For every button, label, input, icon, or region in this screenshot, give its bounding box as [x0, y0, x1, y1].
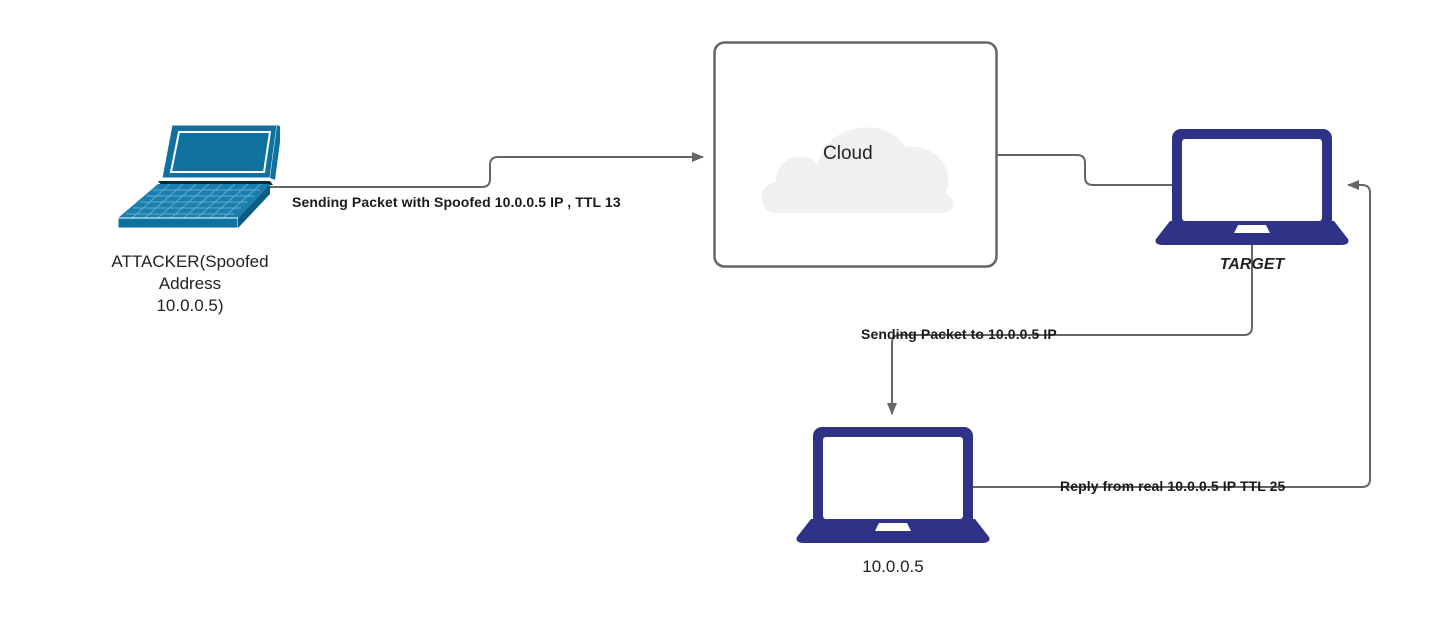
node-real-host-label: 10.0.0.5: [862, 557, 924, 576]
edge-cloud-to-target: [997, 154, 1172, 186]
edge-label-target-to-real-host: Sending Packet to 10.0.0.5 IP: [861, 326, 1057, 342]
node-target-label: TARGET: [1219, 256, 1285, 273]
laptop-icon: [796, 427, 990, 543]
edge-target-to-real-host: [887, 240, 1253, 415]
node-target[interactable]: [1152, 127, 1352, 247]
laptop-icon: [1155, 129, 1349, 245]
node-attacker-label: ATTACKER(Spoofed Address 10.0.0.5): [111, 252, 269, 315]
node-cloud[interactable]: [713, 41, 998, 268]
edge-label-real-host-to-target: Reply from real 10.0.0.5 IP TTL 25: [1060, 478, 1286, 494]
edge-attacker-to-cloud: [262, 152, 704, 188]
node-attacker[interactable]: [110, 118, 280, 230]
laptop-isometric-icon: [117, 124, 280, 229]
edge-label-attacker-to-cloud: Sending Packet with Spoofed 10.0.0.5 IP …: [292, 194, 621, 210]
edge-real-host-to-target: [973, 180, 1371, 488]
node-cloud-label: Cloud: [823, 143, 873, 164]
node-real-host[interactable]: [793, 425, 993, 545]
cloud-icon: [713, 41, 998, 268]
